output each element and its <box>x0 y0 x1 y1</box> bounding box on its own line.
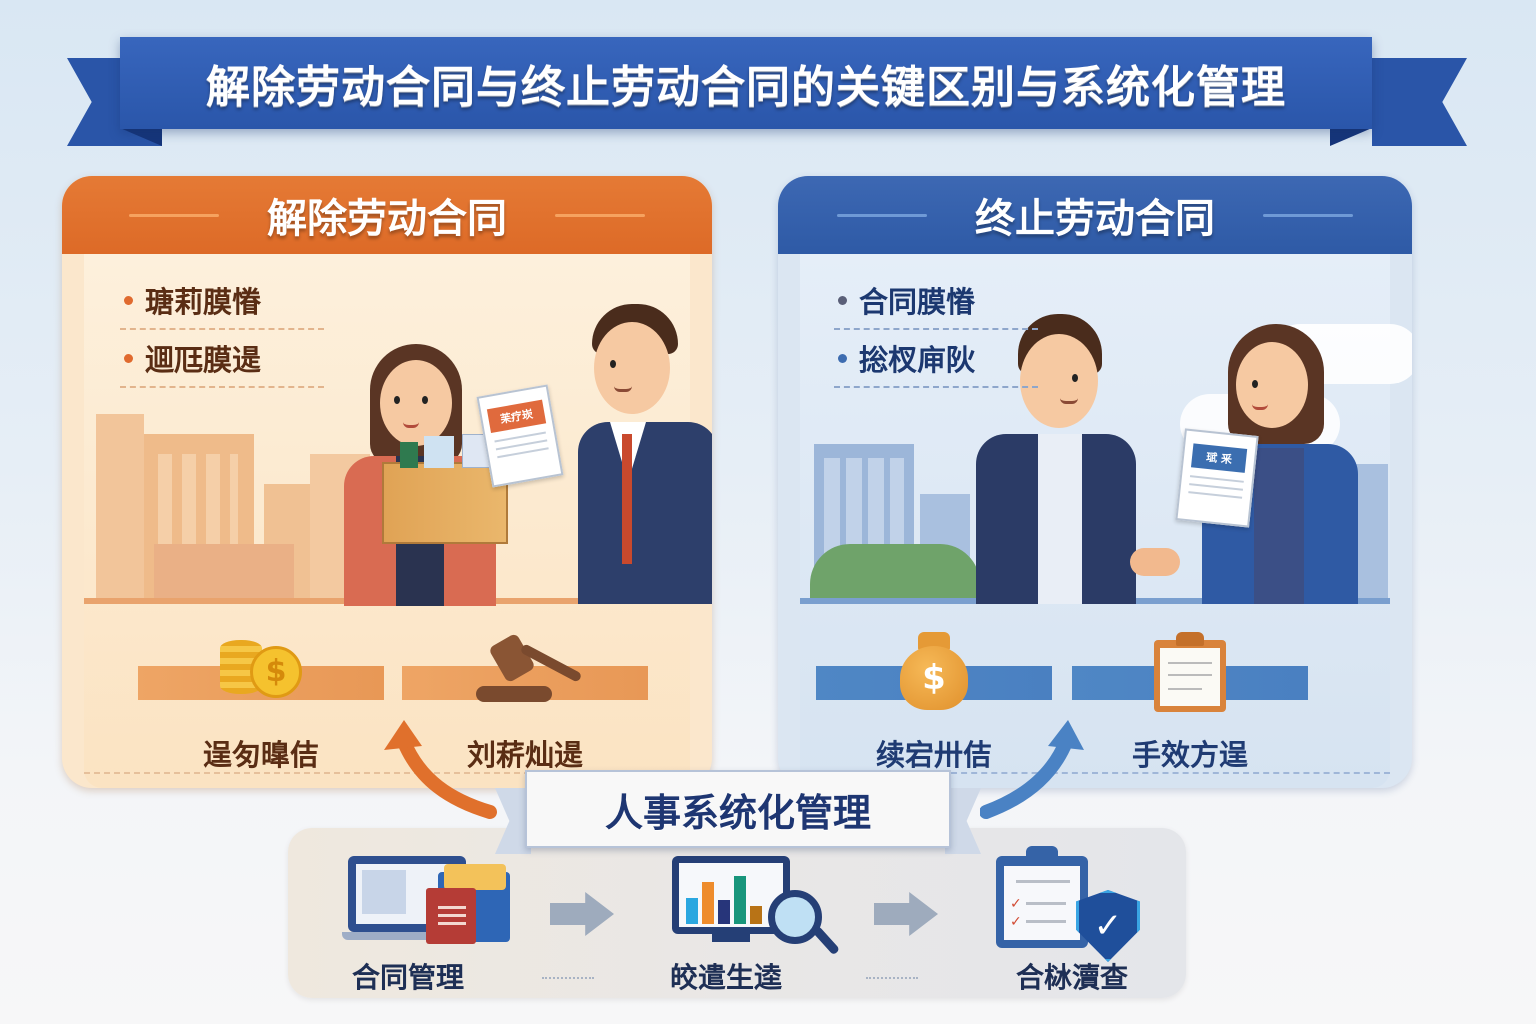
step-label: 皎遣生逵 <box>669 961 782 994</box>
bullet-item: 瑭莉膜慻 <box>120 272 324 330</box>
expiration-illustration: 珷 釆 <box>800 314 1412 604</box>
gavel-icon <box>460 632 590 704</box>
bullet-text: 瑭莉膜慻 <box>145 285 262 319</box>
feature-label: 刘菥灿遈 <box>466 738 583 772</box>
bullet-dot-icon <box>124 353 133 363</box>
feature-compensation: $ 逞匇曍佶 <box>138 632 384 772</box>
header-decoration-line <box>837 213 927 217</box>
feature-label: 手效方逞 <box>1131 738 1248 772</box>
header-decoration-line <box>555 213 645 217</box>
expiration-bullet-list: 合同膜慻 捴杈庘阦 <box>834 272 1038 388</box>
box-item <box>424 436 454 468</box>
man-figure <box>558 304 712 604</box>
clipboard-shield-icon: ✓ ✓ ✓ <box>996 846 1156 962</box>
termination-panel-body: 苿疗崁 瑭莉膜慻 逥尫膜遈 $ 逞匇曍 <box>84 254 712 788</box>
header-decoration-line <box>1263 213 1353 217</box>
chart-magnifier-icon <box>672 852 852 962</box>
bullet-text: 捴杈庘阦 <box>859 343 976 377</box>
feature-legal: 刘菥灿遈 <box>402 632 648 772</box>
money-bag-icon: $ <box>898 632 970 716</box>
hr-system-panel: 合同管理 皎遣生逵 ✓ ✓ ✓ 合栤瀆查 <box>288 828 1186 998</box>
feature-label: 续宕卅佶 <box>875 738 992 772</box>
handshake-icon <box>1130 548 1180 576</box>
man-figure <box>976 314 1146 604</box>
bullet-dot-icon <box>838 353 847 363</box>
building-icon <box>154 544 294 604</box>
arrow-to-termination-icon <box>384 720 497 819</box>
bullet-item: 逥尫膜遈 <box>120 330 324 388</box>
title-ribbon-tail-right <box>1372 58 1467 146</box>
step-contract-management: 合同管理 <box>338 852 538 998</box>
hr-system-banner: 人事系统化管理 <box>525 770 951 848</box>
expiration-panel-header: 终止劳动合同 <box>778 176 1412 254</box>
clipboard-icon <box>1154 632 1226 712</box>
bullet-item: 捴杈庘阦 <box>834 330 1038 388</box>
step-label: 合同管理 <box>351 961 464 994</box>
feature-economic-compensation: $ 续宕卅佶 <box>816 632 1052 772</box>
expiration-panel-body: 珷 釆 合同膜慻 捴杈庘阦 $ 续宕卅 <box>800 254 1412 788</box>
termination-document: 苿疗崁 <box>476 384 564 488</box>
expiration-panel-title: 终止劳动合同 <box>975 196 1215 242</box>
bullet-dot-icon <box>124 295 133 305</box>
header-decoration-line <box>129 213 219 217</box>
bullet-text: 逥尫膜遈 <box>145 343 262 377</box>
page-title: 解除劳动合同与终止劳动合同的关键区别与系统化管理 <box>206 62 1286 113</box>
title-ribbon-fold-right <box>1330 128 1372 146</box>
bullet-dot-icon <box>838 295 847 305</box>
laptop-folders-icon <box>342 852 512 944</box>
termination-panel-header: 解除劳动合同 <box>62 176 712 254</box>
feature-label: 逞匇曍佶 <box>202 738 319 772</box>
termination-panel: 解除劳动合同 <box>62 176 712 788</box>
step-compliance-review: ✓ ✓ ✓ 合栤瀆查 <box>992 846 1192 998</box>
termination-bullet-list: 瑭莉膜慻 逥尫膜遈 <box>120 272 324 388</box>
tree-icon <box>810 544 980 604</box>
termination-panel-title: 解除劳动合同 <box>267 196 507 242</box>
bullet-item: 合同膜慻 <box>834 272 1038 330</box>
arrow-to-expiration-icon <box>980 720 1084 819</box>
title-ribbon: 解除劳动合同与终止劳动合同的关键区别与系统化管理 <box>120 37 1372 129</box>
document-label: 苿疗崁 <box>486 399 547 433</box>
termination-illustration: 苿疗崁 <box>84 304 712 606</box>
coins-icon: $ <box>216 632 306 702</box>
cardboard-box-icon <box>382 462 508 544</box>
building-icon <box>96 414 144 604</box>
step-divider <box>542 977 594 979</box>
bullet-text: 合同膜慻 <box>859 285 976 319</box>
hr-system-title: 人事系统化管理 <box>604 790 871 835</box>
feature-procedure: 手效方逞 <box>1072 632 1308 772</box>
step-divider <box>866 977 918 979</box>
expiration-features: $ 续宕卅佶 手效方逞 <box>816 632 1360 772</box>
panel-dashed-border <box>84 772 690 774</box>
step-data-analysis: 皎遣生逵 <box>666 852 866 998</box>
contract-document: 珷 釆 <box>1175 428 1259 528</box>
box-item <box>400 442 418 468</box>
expiration-panel: 终止劳动合同 <box>778 176 1412 788</box>
step-label: 合栤瀆查 <box>1015 961 1128 994</box>
panel-dashed-border <box>800 772 1390 774</box>
termination-features: $ 逞匇曍佶 刘菥灿遈 <box>138 632 650 772</box>
document-label: 珷 釆 <box>1190 443 1248 473</box>
